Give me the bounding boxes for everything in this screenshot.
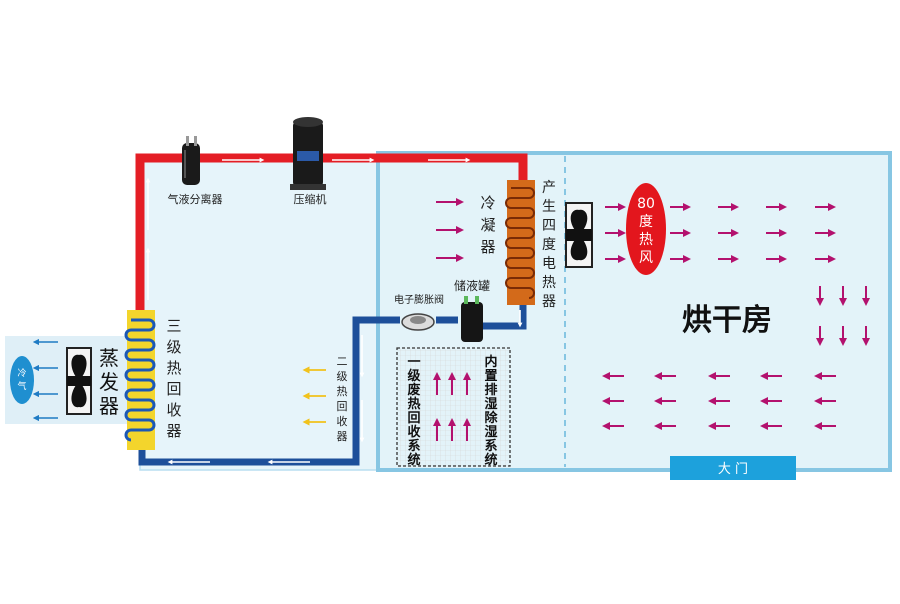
hot-air-badge xyxy=(626,183,666,275)
receiver-label: 储液罐 xyxy=(454,278,490,293)
hot-air-char: 风 xyxy=(639,250,653,266)
receiver-icon xyxy=(461,296,483,342)
expansion-valve-label: 电子膨胀阀 xyxy=(394,293,444,306)
dehumidify-char: 内 xyxy=(484,354,497,370)
heat-pump-area xyxy=(139,157,381,471)
cold-pipe xyxy=(138,316,400,466)
condenser-label-group: 冷 凝 器 xyxy=(480,194,495,256)
dehumidify-char: 排 xyxy=(484,382,497,398)
heater-char: 四 xyxy=(542,218,556,234)
expansion-valve-icon xyxy=(401,313,435,331)
return-air-arrows xyxy=(602,372,836,430)
condenser-char: 凝 xyxy=(480,216,495,234)
heater-char: 器 xyxy=(542,294,556,310)
compressor-label: 压缩机 xyxy=(294,192,327,206)
second-stage-char: 级 xyxy=(337,370,348,383)
condenser-char: 冷 xyxy=(480,194,495,212)
recovery-system-box xyxy=(396,347,511,467)
third-stage-label-group: 三 级 热 回 收 器 xyxy=(166,317,181,440)
hot-pipe xyxy=(135,153,528,325)
gate-bar xyxy=(670,456,796,480)
dehumidify-label-group: 内 置 排 湿 除 湿 系 统 xyxy=(484,354,498,468)
second-stage-char: 二 xyxy=(337,355,348,368)
first-stage-char: 收 xyxy=(407,424,421,440)
downward-air-arrows xyxy=(816,286,870,346)
second-stage-char: 热 xyxy=(337,385,348,398)
heater-char: 度 xyxy=(542,237,556,253)
third-stage-char: 器 xyxy=(166,422,181,440)
first-stage-char: 回 xyxy=(407,411,420,426)
evaporator-fan-icon xyxy=(66,347,92,415)
liquid-pipe xyxy=(470,305,527,330)
second-stage-char: 回 xyxy=(337,400,348,413)
dehumidify-char: 湿 xyxy=(484,425,497,440)
third-stage-char: 热 xyxy=(166,359,181,377)
third-stage-char: 级 xyxy=(166,338,181,356)
first-stage-char: 统 xyxy=(407,452,420,468)
second-stage-char: 器 xyxy=(337,430,348,443)
evaporator-char: 发 xyxy=(99,370,119,394)
hot-air-char: 热 xyxy=(639,232,653,248)
fan-icon xyxy=(565,202,593,268)
compressor-icon xyxy=(290,117,326,190)
evaporator-char: 器 xyxy=(99,394,119,418)
heater-char: 生 xyxy=(542,199,556,215)
first-stage-char: 一 xyxy=(407,355,420,370)
third-stage-char: 三 xyxy=(166,317,181,335)
gas-liquid-separator-label: 气液分离器 xyxy=(168,192,223,206)
drying-room-title: 烘干房 xyxy=(682,303,772,338)
gas-liquid-separator-icon xyxy=(182,136,200,185)
heater-char: 热 xyxy=(542,275,556,291)
third-stage-char: 收 xyxy=(166,401,181,419)
first-stage-char: 热 xyxy=(407,396,420,412)
dehumidify-char: 统 xyxy=(484,452,497,468)
gate-label: 大 门 xyxy=(718,462,748,477)
first-stage-char: 废 xyxy=(407,382,420,398)
evaporator-coil xyxy=(124,310,156,450)
first-stage-label-group: 一 级 废 热 回 收 系 统 xyxy=(407,355,421,468)
second-stage-char: 收 xyxy=(337,414,348,428)
hot-air-arrows xyxy=(605,203,836,263)
cold-air-badge xyxy=(10,356,34,404)
dehumidify-char: 除 xyxy=(484,410,498,426)
condenser-char: 器 xyxy=(480,238,495,256)
dehumidify-char: 置 xyxy=(484,369,497,384)
heater-char: 电 xyxy=(542,256,556,272)
dehumidify-char: 湿 xyxy=(484,397,497,412)
first-stage-char: 级 xyxy=(407,368,421,384)
first-stage-char: 系 xyxy=(407,438,420,454)
electric-heater-label-group: 产 生 四 度 电 热 器 xyxy=(542,180,556,310)
evaporator-label-group: 蒸 发 器 xyxy=(99,346,119,418)
third-stage-char: 回 xyxy=(166,380,181,398)
cold-air-char: 冷 xyxy=(17,367,26,379)
dehumidify-char: 系 xyxy=(484,438,497,454)
hot-air-number: 80 xyxy=(637,196,655,212)
condenser-coil xyxy=(505,180,535,305)
rising-air-arrows xyxy=(433,372,471,441)
evaporator-char: 蒸 xyxy=(99,346,119,370)
cold-air-char: 气 xyxy=(17,380,26,392)
heater-char: 产 xyxy=(542,180,556,196)
hot-air-char: 度 xyxy=(639,214,653,230)
second-stage-label-group: 二 级 热 回 收 器 xyxy=(337,355,348,443)
